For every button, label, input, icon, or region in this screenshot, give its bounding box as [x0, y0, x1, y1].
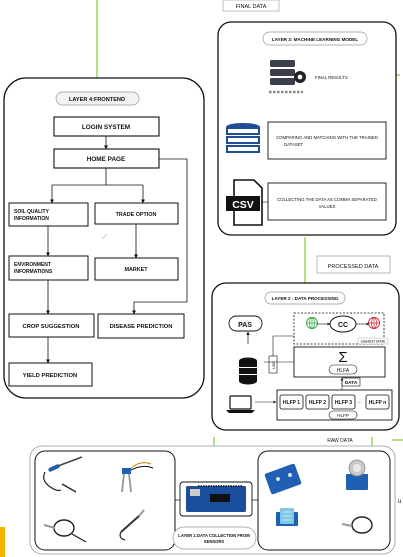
login-system: LOGIN SYSTEM: [82, 124, 130, 131]
crop-suggestion: CROP SUGGESTION: [23, 324, 80, 330]
sigma: Σ: [338, 349, 347, 366]
layer1-panel: LAYER 1:DATA COLLECTION FROM SENSORS u: [29, 445, 401, 555]
processed-data-label: PROCESSED DATA: [316, 255, 391, 274]
rfid-module-icon: [264, 463, 302, 495]
final-results-text: FINAL RESULTS: [315, 75, 348, 80]
final-data-label: FINAL DATA: [222, 0, 280, 12]
layer3-title: LAYER 3: MACHINE LEARNING MODEL: [272, 37, 359, 42]
probe-sensor-icon: [43, 456, 83, 493]
arduino-board-icon: [179, 481, 253, 517]
svg-text:CONTEXT STATE: CONTEXT STATE: [361, 340, 386, 344]
soil-quality: SOIL QUALITY: [14, 209, 50, 215]
svg-text:FINAL DATA: FINAL DATA: [236, 4, 267, 10]
svg-text:u: u: [398, 499, 401, 505]
svg-text:HLFP n: HLFP n: [369, 400, 386, 406]
lbd: LBD: [271, 361, 276, 369]
csv-file-icon: CSV: [226, 179, 263, 226]
server-stack-icon: [239, 357, 257, 385]
raw-data-label: RAW DATA: [327, 438, 353, 444]
gear-server-icon: [269, 60, 306, 94]
svg-text:INFORMATIONS: INFORMATIONS: [14, 269, 53, 275]
home-page: HOME PAGE: [87, 156, 126, 163]
laptop-icon: [226, 395, 255, 413]
svg-text:HLFP: HLFP: [337, 413, 349, 418]
collecting-text-2: VALUES: [319, 204, 336, 209]
ellipsis: ···: [357, 400, 362, 406]
temp-cable-sensor-icon: [341, 516, 373, 534]
trade-option: TRADE OPTION: [116, 212, 157, 218]
svg-text:HLFP 2: HLFP 2: [309, 400, 326, 406]
soil-moisture-sensor-icon: [121, 462, 154, 493]
gas-sensor-icon: [346, 459, 368, 490]
layer2-title: LAYER 2 : DATA PROCESSING: [272, 296, 339, 301]
cc: CC: [338, 322, 348, 329]
layer1-title: LAYER 1:DATA COLLECTION FROM: [178, 533, 250, 538]
svg-text:PROCESSED DATA: PROCESSED DATA: [328, 264, 379, 270]
svg-text:SENSORS: SENSORS: [204, 539, 225, 544]
collecting-text: COLLECTING THE DATA AS COMMA SEPARATED: [277, 197, 377, 202]
comparing-text-2: DATASET: [284, 142, 304, 147]
svg-text:DATA: DATA: [345, 380, 358, 386]
disease-prediction: DISEASE PREDICTION: [110, 324, 173, 330]
svg-text:CSV: CSV: [232, 199, 254, 211]
database-icon: [226, 123, 260, 153]
layer4-panel: LAYER 4:FRONTEND LOGIN SYSTEM HOME PAGE …: [3, 77, 205, 399]
environment-info: ENVIRONMENT: [14, 262, 51, 268]
globe-icon: [368, 317, 380, 329]
hlfa: HLFA: [337, 368, 350, 374]
svg-text:INFORMATION: INFORMATION: [14, 216, 49, 222]
yield-prediction: YIELD PREDICTION: [23, 373, 77, 379]
layer4-title: LAYER 4:FRONTEND: [69, 97, 125, 103]
probe-sensor-icon: [119, 509, 145, 541]
layer2-panel: LAYER 2 : DATA PROCESSING PAS CC CONTEXT…: [211, 282, 400, 431]
globe-icon: [306, 317, 318, 329]
temp-cable-sensor-icon: [43, 519, 87, 543]
layer3-panel: LAYER 3: MACHINE LEARNING MODEL FINAL RE…: [217, 21, 397, 236]
market: MARKET: [124, 267, 148, 273]
pas: PAS: [238, 322, 252, 329]
comparing-text: COMPARING AND MATCHING WITH THE TRAINED: [276, 135, 378, 140]
svg-text:HLFP 1: HLFP 1: [283, 400, 300, 406]
svg-text:HLFP 3: HLFP 3: [335, 400, 352, 406]
dht-sensor-icon: [276, 508, 298, 526]
accent-bar: [0, 527, 5, 557]
